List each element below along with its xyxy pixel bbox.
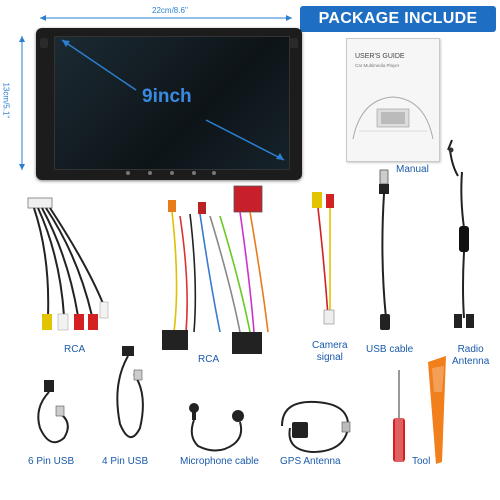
button-dot xyxy=(126,171,130,175)
screen xyxy=(54,36,290,170)
screen-size-label: 9inch xyxy=(142,86,192,107)
rca-label-2: RCA xyxy=(198,354,220,365)
tool-label: Tool xyxy=(412,456,431,467)
rca-label-1: RCA xyxy=(64,344,86,355)
manual-booklet: USER'S GUIDE Car Multimedia Player xyxy=(346,38,440,162)
mounting-tab-left xyxy=(40,38,48,48)
manual-title: USER'S GUIDE xyxy=(355,53,405,60)
mounting-tab-right xyxy=(290,38,298,48)
microphone-label: Microphone cable xyxy=(180,456,259,467)
radio-label-line1: Radio xyxy=(457,344,484,355)
button-row xyxy=(126,171,216,177)
camera-label-line1: Camera xyxy=(312,340,348,351)
manual-subtitle: Car Multimedia Player xyxy=(355,63,400,68)
button-dot xyxy=(148,171,152,175)
wiring-harness-icon xyxy=(162,185,269,354)
button-dot xyxy=(212,171,216,175)
pry-tool-icon xyxy=(428,356,446,464)
camera-cable-icon xyxy=(312,192,335,325)
head-unit xyxy=(36,28,302,180)
radio-antenna-icon xyxy=(454,171,474,328)
screwdriver-icon xyxy=(393,370,405,462)
aux-cable-icon xyxy=(447,139,459,177)
microphone-icon xyxy=(189,403,244,452)
package-include-banner: PACKAGE INCLUDE xyxy=(300,6,496,32)
usb-cable-icon xyxy=(379,169,390,330)
usb-4pin-icon xyxy=(116,346,144,438)
usb-6pin-icon xyxy=(37,380,69,444)
radio-label-line2: Antenna xyxy=(452,355,490,367)
gps-antenna-icon xyxy=(281,400,351,454)
usb-4pin-label: 4 Pin USB xyxy=(102,456,149,467)
gps-antenna-label: GPS Antenna xyxy=(280,456,341,467)
width-label: 22cm/8.6'' xyxy=(152,6,188,15)
radio-antenna-label: Radio Antenna xyxy=(452,344,489,367)
camera-label-line2: signal xyxy=(316,351,343,363)
button-dot xyxy=(170,171,174,175)
usb-cable-label: USB cable xyxy=(366,344,414,355)
manual-car-illustration xyxy=(352,96,434,140)
camera-signal-label: Camera signal xyxy=(312,340,348,363)
usb-6pin-label: 6 Pin USB xyxy=(28,456,75,467)
button-dot xyxy=(192,171,196,175)
manual-label: Manual xyxy=(396,164,429,175)
rca-harness-icon xyxy=(27,197,109,331)
